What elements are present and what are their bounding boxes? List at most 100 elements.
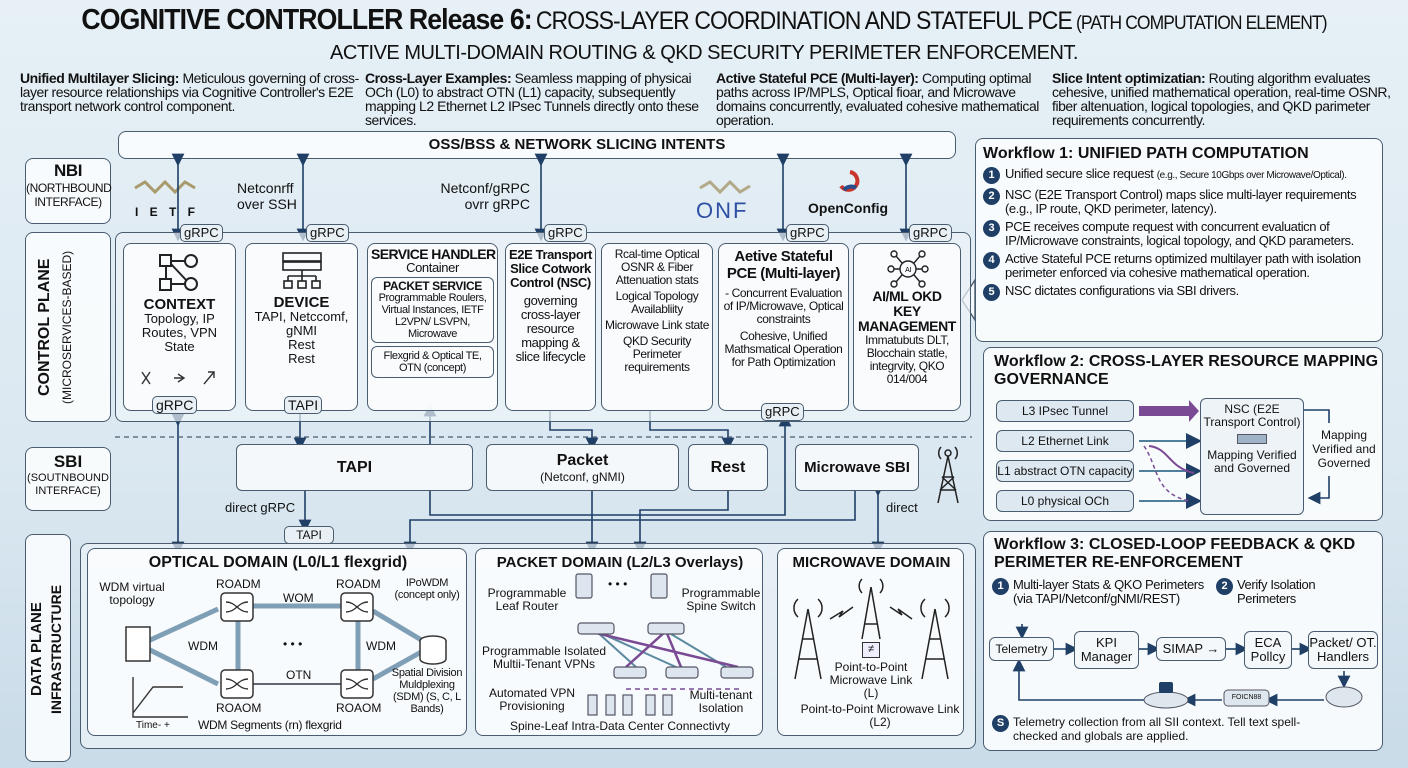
wdm-label: WDM bbox=[188, 639, 218, 653]
context-module[interactable]: CONTEXT Topology, IP Routes, VPN State g… bbox=[123, 243, 236, 414]
step-text: Telemetry collection from all SII contex… bbox=[1013, 715, 1301, 743]
workflow-1-title: Workflow 1: UNIFIED PATH COMPUTATION bbox=[983, 145, 1309, 162]
step-text: Unified secure slice request bbox=[1005, 166, 1154, 181]
wdm-virtual-label: WDM virtual topology bbox=[99, 580, 165, 607]
data-plane-label: DATA PLANE INFRASTRUCTURE bbox=[25, 534, 71, 762]
input-osnr: Rcal-time Optical OSNR & Fiber Attenuati… bbox=[614, 247, 700, 287]
openconfig-logo-text: OpenConfig bbox=[808, 200, 889, 216]
ai-badge: AI bbox=[905, 267, 911, 274]
microwave-title: MICROWAVE DOMAIN bbox=[792, 554, 951, 571]
device-rest-2: Rest bbox=[288, 351, 315, 366]
tapi-pill: TAPI bbox=[284, 396, 323, 414]
sbi-packet[interactable]: Packet(Netconf, gNMI) bbox=[486, 444, 679, 491]
service-handler-title: SERVICE HANDLER bbox=[371, 246, 496, 262]
service-handler-module[interactable]: SERVICE HANDLER Container PACKET SERVICE… bbox=[367, 243, 498, 411]
page-subtitle: ACTIVE MULTI-DOMAIN ROUTING & QKD SECURI… bbox=[330, 42, 1078, 64]
step-text: Multi-layer Stats & QKO Perimeters (via … bbox=[1013, 577, 1204, 606]
grpc-pill: gRPC bbox=[544, 224, 587, 242]
layer-l2: L2 Ethernet Link bbox=[996, 430, 1134, 452]
sbi-microwave[interactable]: Microwave SBI bbox=[795, 444, 919, 491]
spine-switch-label: Programmable Spine Switch bbox=[681, 586, 761, 613]
packet-footer: Spine-Leaf Intra-Data Center Connectivty bbox=[509, 719, 731, 733]
ai-network-icon: AI bbox=[887, 250, 929, 288]
control-plane-title: CONTROL PLANE bbox=[36, 258, 53, 396]
sbi-rest[interactable]: Rest bbox=[688, 444, 768, 491]
multi-tenant-label: Multi-tenant Isolation bbox=[689, 688, 753, 715]
packet-title: PACKET DOMAIN (L2/L3 Overlays) bbox=[496, 554, 744, 571]
ellipsis: • • • bbox=[283, 637, 303, 651]
step-number-icon: 1 bbox=[992, 578, 1009, 595]
intro-head: Unified Multilayer Slicing: bbox=[20, 70, 179, 86]
optical-domain[interactable]: OPTICAL DOMAIN (L0/L1 flexgrid) WDM virt… bbox=[87, 548, 467, 736]
feedback-loop-arrows bbox=[1012, 624, 1363, 709]
microwave-domain[interactable]: MICROWAVE DOMAIN ≠ Point-to-Point Microw… bbox=[777, 548, 964, 736]
sdm-label: Spatial Division Muldplexing (SDM) (S, C… bbox=[391, 667, 463, 715]
step-number-icon: 2 bbox=[1216, 578, 1233, 595]
device-module[interactable]: DEVICE TAPI, Netccomf, gNMI Rest Rest TA… bbox=[245, 243, 358, 414]
input-qkd: QKD Security Perimeter requirements bbox=[623, 334, 691, 374]
device-text: TAPI, Netccomf, gNMI bbox=[254, 309, 349, 338]
link-device-icon: ≠ bbox=[862, 642, 880, 658]
step-number-icon: 4 bbox=[983, 252, 1000, 269]
nbi-link-netconf-grpc: Netconf/gRPC ovrr gRPC bbox=[440, 180, 530, 212]
step-number-icon: 1 bbox=[983, 167, 1000, 184]
context-tools-icon bbox=[141, 371, 215, 385]
workflow-3-title: Workflow 3: CLOSED-LOOP FEEDBACK & QKD P… bbox=[994, 536, 1356, 571]
sbi-label: SBI (SOUTNBOUND INTERFACE) bbox=[25, 447, 111, 511]
control-plane-label: CONTROL PLANE (MICROSERVICES-BASED) bbox=[25, 232, 111, 422]
direct-label: direct bbox=[886, 500, 918, 515]
packet-service-text: Programmable Roulers, Virtual Instances,… bbox=[378, 292, 487, 340]
wdm-segments-label: WDM Segments (rn) flexgrid bbox=[198, 718, 342, 732]
intro-slicing: Unified Multilayer Slicing: Meticulous g… bbox=[20, 71, 360, 113]
context-text: Topology, IP Routes, VPN State bbox=[141, 311, 218, 354]
flow-kpi-manager: KPI Manager bbox=[1074, 631, 1139, 669]
grpc-pill: gRPC bbox=[786, 224, 829, 242]
grpc-pill: gRPC bbox=[761, 403, 804, 421]
wom-label: WOM bbox=[283, 591, 314, 605]
step-number-icon: 3 bbox=[983, 220, 1000, 237]
radio-tower-icon bbox=[937, 446, 959, 504]
step-number-icon: S bbox=[992, 715, 1009, 732]
stateful-pce-module[interactable]: Aetive Stateful PCE (Multi-layer) - Conc… bbox=[718, 243, 849, 421]
nsc-mapping-box: NSC (E2E Transport Control) Mapping Veri… bbox=[1200, 398, 1304, 515]
aiml-title: AI/ML OKD KEY MANAGEMENT bbox=[858, 288, 956, 334]
workflow-2-panel: Workflow 2: CROSS-LAYER RESOURCE MAPPING… bbox=[983, 347, 1383, 521]
aiml-qkd-module[interactable]: AI AI/ML OKD KEY MANAGEMENT Immatubuts D… bbox=[853, 243, 961, 411]
grpc-pill: gRPC bbox=[909, 224, 952, 242]
pce-inputs-panel: Rcal-time Optical OSNR & Fiber Attenuati… bbox=[601, 243, 713, 411]
intro-head: Active Stateful PCE (Multi-layer): bbox=[716, 70, 919, 86]
workflow-2-title: Workflow 2: CROSS-LAYER RESOURCE MAPPING… bbox=[994, 353, 1379, 388]
step-text: Active Stateful PCE returns optimized mu… bbox=[1005, 251, 1361, 280]
openconfig-logo-icon bbox=[839, 170, 860, 192]
pce-text-1: - Concurrent Evaluation of IP/Microwave,… bbox=[723, 286, 844, 326]
sbi-packet-title: Packet bbox=[556, 451, 609, 469]
flow-telemetry: Telemetry bbox=[989, 637, 1054, 661]
isolated-vpns-label: Programmable Isolated Multii-Tenant VPNs bbox=[481, 644, 607, 671]
layer-l0: L0 physical OCh bbox=[996, 490, 1134, 512]
microwave-towers-icon bbox=[793, 578, 950, 680]
page-title: COGNITIVE CONTROLLER Release 6: CROSS-LA… bbox=[56, 4, 1351, 37]
nsc-label: NSC (E2E Transport Control) bbox=[1203, 402, 1301, 429]
step-text: PCE receives compute request with concur… bbox=[1005, 219, 1354, 248]
title-bold: COGNITIVE CONTROLLER Release 6: bbox=[81, 4, 532, 36]
packet-domain[interactable]: PACKET DOMAIN (L2/L3 Overlays) • • • Pro… bbox=[475, 548, 763, 736]
nsc-module[interactable]: E2E Transport Slice Cotwork Control (NSC… bbox=[505, 243, 596, 411]
spine-leaf-diagram bbox=[575, 573, 754, 716]
pce-title: Aetive Stateful PCE (Multi-layer) bbox=[726, 248, 841, 282]
nsc-text: governing cross-layer resource mapping &… bbox=[515, 293, 586, 364]
roaom-label: ROAOM bbox=[216, 701, 262, 715]
title-paren: (PATH COMPUTATION ELEMENT) bbox=[1076, 13, 1328, 34]
data-plane-title: DATA PLANE bbox=[28, 602, 45, 696]
grpc-pill: gRPC bbox=[180, 224, 223, 242]
optical-title: OPTICAL DOMAIN (L0/L1 flexgrid) bbox=[148, 554, 408, 571]
topology-graph-icon bbox=[159, 254, 198, 291]
ellipsis: • • • bbox=[608, 577, 628, 591]
time-axis-label: Time- + bbox=[136, 720, 170, 731]
sbi-tapi[interactable]: TAPI bbox=[236, 444, 473, 491]
intro-cross-layer: Cross-Layer Examples: Seamless mapping o… bbox=[365, 71, 712, 127]
intro-text: Computing optimal paths across IP/MPLS, … bbox=[716, 70, 1039, 128]
vpn-provisioning-label: Automated VPN Provisioning bbox=[488, 686, 576, 713]
